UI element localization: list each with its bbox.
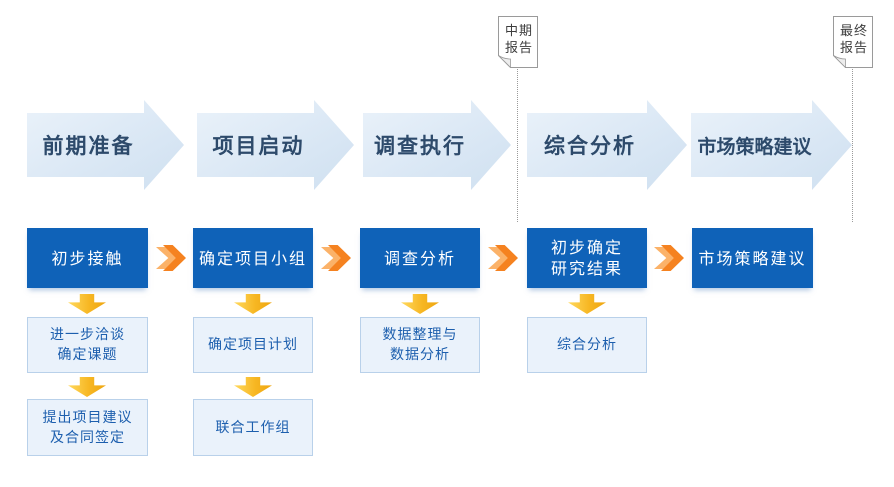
task-box-joint-workgroup: 联合工作组	[193, 399, 313, 456]
chevron-right-icon	[488, 245, 518, 271]
arrow-down-icon	[68, 377, 106, 397]
report-note-label: 最终 报告	[839, 24, 868, 56]
stage-label: 前期准备	[42, 134, 135, 158]
document-icon	[498, 16, 538, 68]
step-box-market-strategy: 市场策略建议	[692, 228, 813, 288]
arrow-down-icon	[234, 377, 272, 397]
task-box-data-processing: 数据整理与 数据分析	[360, 317, 480, 373]
step-label: 市场策略建议	[698, 248, 807, 268]
step-box-initial-contact: 初步接触	[27, 228, 148, 288]
task-label: 数据整理与 数据分析	[382, 327, 458, 363]
task-box-comprehensive-analysis: 综合分析	[527, 317, 647, 373]
step-box-preliminary-results: 初步确定 研究结果	[527, 228, 647, 288]
arrow-down-icon	[401, 294, 439, 314]
stage-label: 综合分析	[544, 134, 636, 158]
arrow-down-icon	[68, 294, 106, 314]
dotted-connector-interim	[517, 69, 518, 222]
task-label: 提出项目建议 及合同签定	[42, 409, 133, 446]
dotted-connector-final	[852, 69, 853, 222]
stage-chevron-strategy: 市场策略建议	[691, 100, 852, 190]
chevron-right-icon	[156, 245, 186, 271]
chevron-right-icon	[321, 245, 351, 271]
task-box-proposal-contract: 提出项目建议 及合同签定	[27, 399, 148, 456]
chevron-right-icon	[654, 245, 684, 271]
step-box-project-team: 确定项目小组	[193, 228, 313, 288]
stage-label: 项目启动	[212, 134, 305, 158]
stage-chevron-analysis: 综合分析	[527, 100, 687, 190]
arrow-down-icon	[568, 294, 606, 314]
step-label: 调查分析	[383, 248, 456, 268]
step-label: 初步接触	[51, 248, 124, 268]
stage-chevron-preparation: 前期准备	[27, 100, 184, 190]
step-box-survey-analysis: 调查分析	[360, 228, 480, 288]
stage-label: 调查执行	[374, 134, 466, 158]
task-label: 确定项目计划	[208, 337, 298, 353]
task-label: 综合分析	[557, 337, 617, 353]
stage-label: 市场策略建议	[697, 135, 812, 158]
task-box-further-negotiation: 进一步洽谈 确定课题	[27, 317, 148, 373]
document-icon	[833, 16, 873, 68]
stage-chevron-survey: 调查执行	[363, 100, 511, 190]
report-note-final: 最终 报告	[833, 16, 873, 68]
arrow-down-icon	[234, 294, 272, 314]
task-box-project-plan: 确定项目计划	[193, 317, 313, 373]
step-label: 初步确定 研究结果	[550, 238, 623, 278]
stage-chevron-kickoff: 项目启动	[197, 100, 354, 190]
task-label: 联合工作组	[215, 419, 291, 436]
step-label: 确定项目小组	[198, 248, 307, 268]
report-note-interim: 中期 报告	[498, 16, 538, 68]
task-label: 进一步洽谈 确定课题	[50, 327, 125, 363]
report-note-label: 中期 报告	[504, 24, 533, 56]
